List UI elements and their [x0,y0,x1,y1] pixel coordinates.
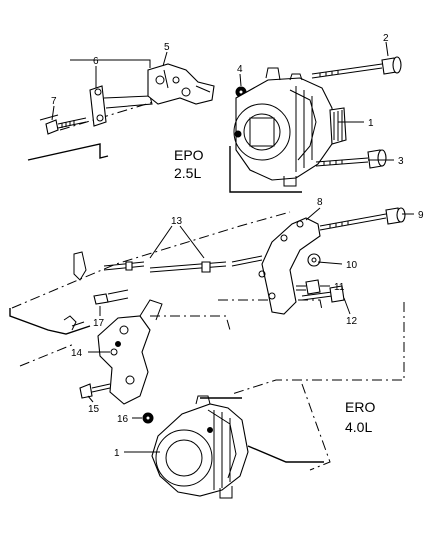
callout-16: 16 [117,414,129,425]
callout-5: 5 [164,42,170,53]
nut-16 [142,412,154,424]
callout-2: 2 [383,33,389,44]
alternator-pivot-bolt [311,56,402,79]
callout-6: 6 [93,56,99,67]
studs-13 [103,255,263,273]
alternator-mounting-bracket [147,63,215,105]
mounting-bolt-7 [45,117,87,135]
nut-10 [307,253,321,267]
callout-numbers: 1 2 3 4 5 6 7 8 9 10 11 12 13 14 15 16 1… [51,33,424,459]
bolt-11 [296,279,321,295]
alternator-mounting-bracket-bottom [73,251,163,405]
alternator-bottom [151,395,249,499]
engine-code-bottom: ERO [345,399,375,415]
engine-block-outline-bottom [9,211,405,471]
callout-8: 8 [317,197,323,208]
mounting-frame-bottom [200,397,324,463]
callout-1-top: 1 [368,118,374,129]
callout-13: 13 [171,216,183,227]
alternator-support-bracket [258,217,321,315]
callout-4: 4 [237,64,243,75]
callout-17: 17 [93,318,105,329]
callout-7: 7 [51,96,57,107]
leader-lines-top [51,41,394,161]
callout-12: 12 [346,316,358,327]
engine-labels: EPO 2.5L ERO 4.0L [174,147,375,435]
callout-9: 9 [418,210,424,221]
callout-14: 14 [71,348,83,359]
callout-3: 3 [398,156,404,167]
alternator-adjusting-bolt [315,149,387,169]
long-mounting-bolt-9 [319,207,406,231]
callout-11: 11 [334,282,345,293]
callout-1-bottom: 1 [114,448,120,459]
callout-10: 10 [346,260,358,271]
bolt-12 [301,285,345,303]
spacer-17 [93,289,129,305]
mounting-frame-top [229,146,302,193]
leader-lines-bottom [87,207,414,453]
alternator-top [233,67,347,187]
engine-displacement-bottom: 4.0L [345,419,372,435]
engine-code-top: EPO [174,147,204,163]
alternator-strap-bracket [89,85,153,127]
callout-15: 15 [88,404,100,415]
bolt-15 [79,383,111,399]
engine-displacement-top: 2.5L [174,165,201,181]
